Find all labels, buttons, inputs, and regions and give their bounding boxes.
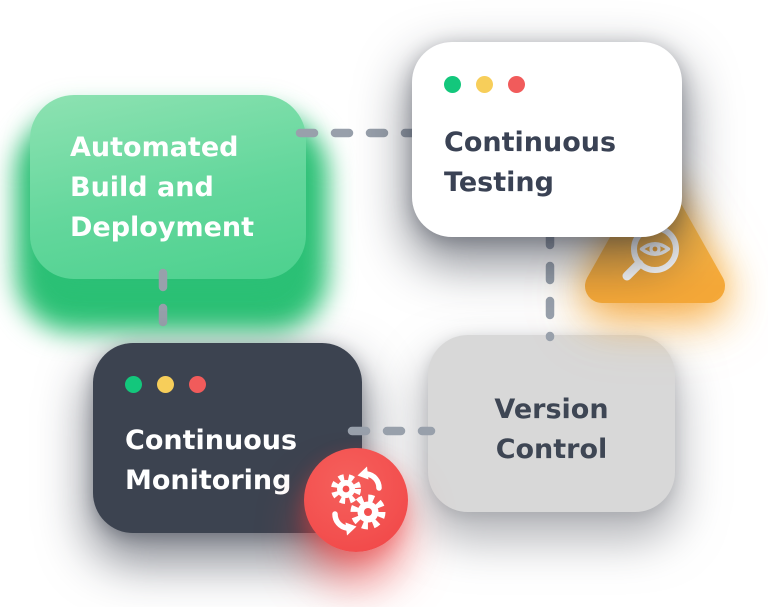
window-dots [444,76,658,93]
sync-arrow-bottom [332,511,357,536]
window-dot-red-icon [508,76,525,93]
automation-circle-badge [304,448,408,552]
card-continuous-monitoring: Continuous Monitoring [93,343,362,533]
window-dots [125,376,338,393]
inspection-triangle-badge [585,175,725,303]
card-label-version-control: Version Control [494,393,609,465]
window-dot-red-icon [189,376,206,393]
gear-small [331,474,361,504]
card-automated-build-deployment: Automated Build and Deployment [30,95,306,279]
sync-arrow-top [357,466,382,491]
window-dot-green-icon [444,76,461,93]
window-dot-yellow-icon [157,376,174,393]
triangle-shape [585,175,725,303]
window-dot-green-icon [125,376,142,393]
card-version-control: Version Control [428,335,675,512]
card-continuous-testing: Continuous Testing [412,42,682,237]
card-label-continuous-testing: Continuous Testing [444,127,617,198]
card-label-continuous-monitoring: Continuous Monitoring [125,425,298,496]
gears-sync-icon [331,466,386,536]
card-label-automated-build-deployment: Automated Build and Deployment [70,132,255,243]
gear-large [350,494,386,530]
window-dot-yellow-icon [476,76,493,93]
